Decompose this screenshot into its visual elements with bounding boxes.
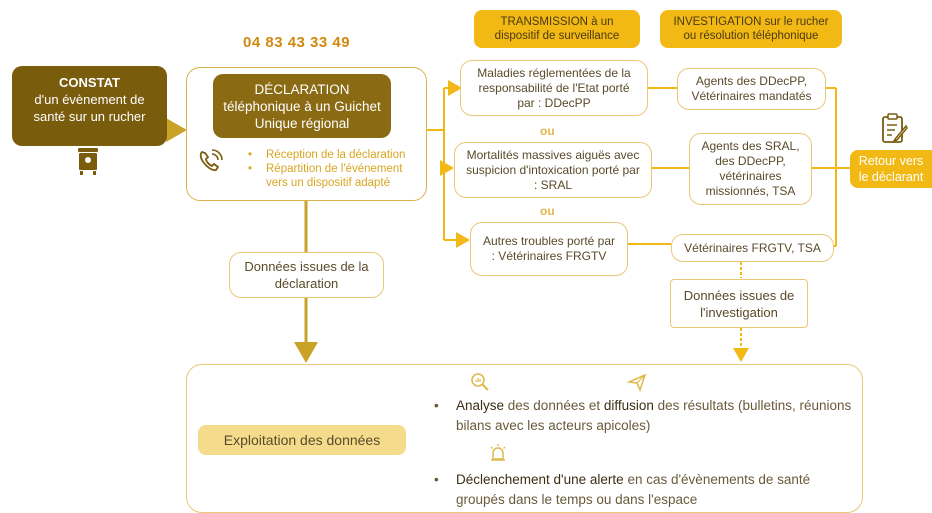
dispositif-mortalites: Mortalités massives aiguës avec suspicio… bbox=[454, 142, 652, 198]
investigateur-frgtv: Vétérinaires FRGTV, TSA bbox=[671, 234, 834, 262]
search-chart-icon bbox=[470, 372, 490, 392]
phone-icon bbox=[196, 148, 224, 176]
list-item: •Réception de la déclaration bbox=[248, 149, 406, 161]
declaration-title-text: DÉCLARATION téléphonique à un Guichet Un… bbox=[223, 81, 381, 131]
clipboard-icon bbox=[878, 112, 910, 146]
paper-plane-icon bbox=[626, 372, 647, 393]
declaration-bullets: •Réception de la déclaration •Répartitio… bbox=[246, 148, 426, 190]
header-investigation: INVESTIGATION sur le rucher ou résolutio… bbox=[660, 10, 842, 48]
list-item: •Répartition de l'événement vers un disp… bbox=[248, 163, 403, 189]
exploitation-label-text: Exploitation des données bbox=[223, 432, 381, 448]
beehive-icon bbox=[76, 146, 100, 176]
exploitation-item-analyse: • Analyse des données et diffusion des r… bbox=[434, 398, 852, 433]
exploitation-item-alerte: • Déclenchement d'une alerte en cas d'év… bbox=[434, 472, 811, 507]
dispositif-maladies-reglementees: Maladies réglementées de la responsabili… bbox=[460, 60, 648, 116]
alarm-icon bbox=[488, 443, 508, 463]
constat-text: d'un évènement de santé sur un rucher bbox=[33, 92, 146, 124]
donnees-declaration: Données issues de la déclaration bbox=[229, 252, 384, 298]
phone-number: 04 83 43 33 49 bbox=[243, 34, 351, 51]
declaration-title: DÉCLARATION téléphonique à un Guichet Un… bbox=[213, 74, 391, 138]
constat-title: CONSTAT bbox=[59, 75, 120, 90]
retour-text: Retour vers le déclarant bbox=[858, 154, 924, 184]
dispositif-autres-troubles: Autres troubles porté par : Vétérinaires… bbox=[470, 222, 628, 276]
constat-box: CONSTAT d'un évènement de santé sur un r… bbox=[12, 66, 167, 146]
donnees-investigation: Données issues de l'investigation bbox=[670, 279, 808, 328]
ou-label-2: ou bbox=[540, 204, 555, 218]
header-transmission: TRANSMISSION à un dispositif de surveill… bbox=[474, 10, 640, 48]
exploitation-label: Exploitation des données bbox=[198, 425, 406, 455]
retour-declarant: Retour vers le déclarant bbox=[850, 150, 932, 188]
ou-label-1: ou bbox=[540, 124, 555, 138]
investigateur-ddecpp: Agents des DDecPP, Vétérinaires mandatés bbox=[677, 68, 826, 110]
investigateur-sral: Agents des SRAL, des DDecPP, vétérinaire… bbox=[689, 133, 812, 205]
